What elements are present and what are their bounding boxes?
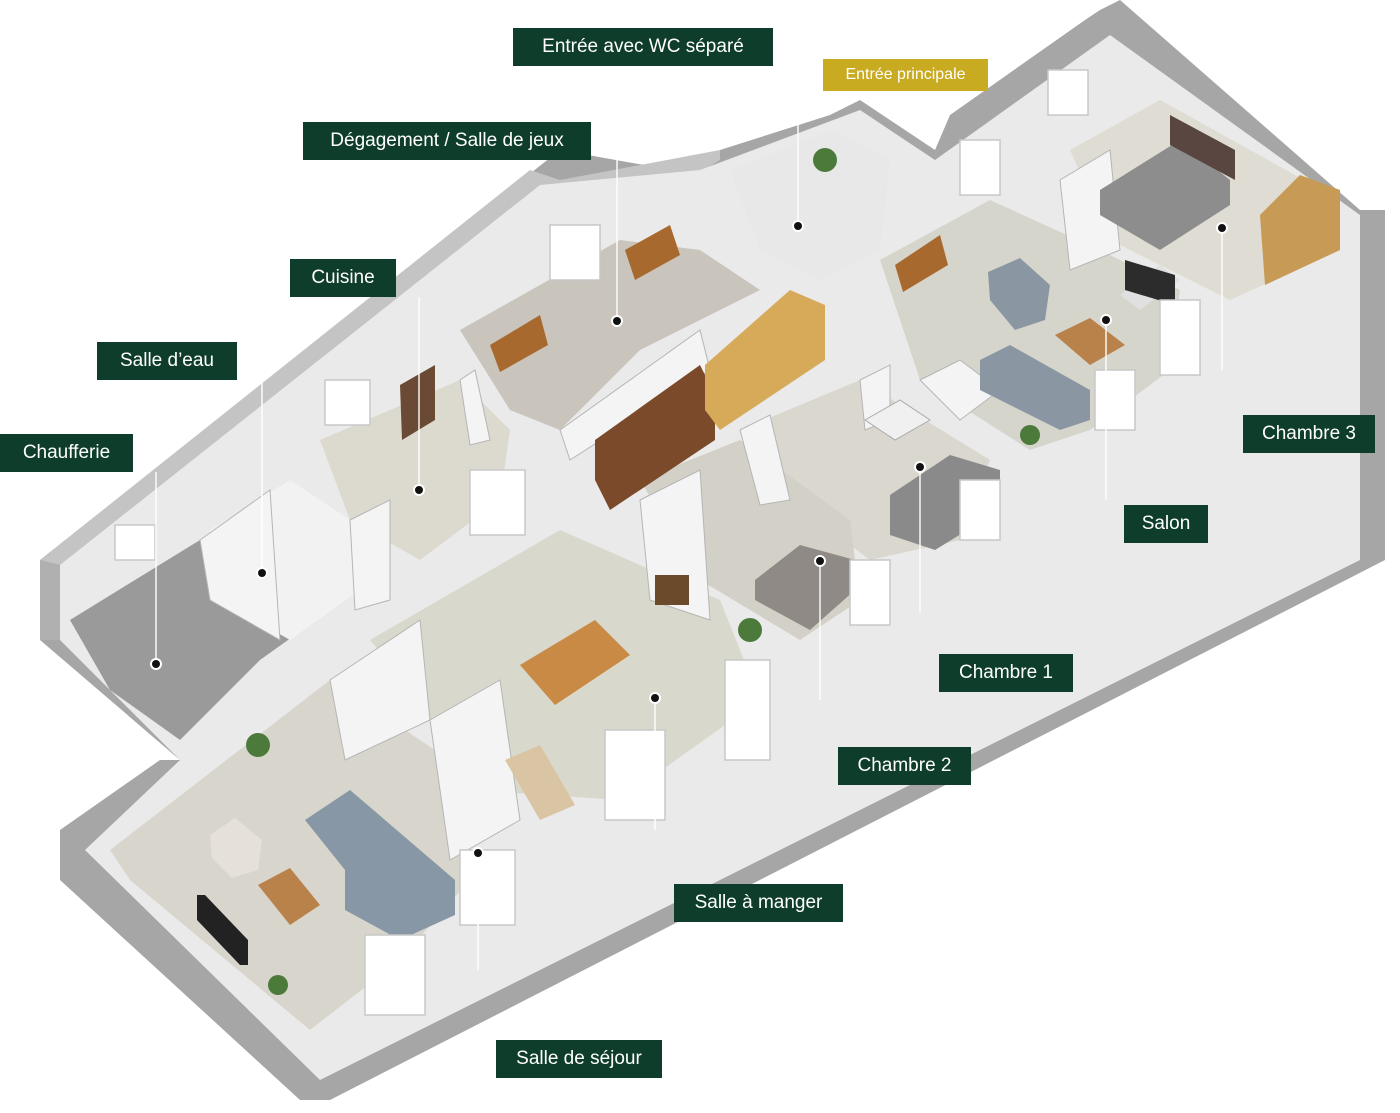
- marker-salle-sejour[interactable]: [472, 847, 484, 859]
- room-markers: [150, 220, 1228, 859]
- label-chambre-2[interactable]: Chambre 2: [838, 747, 971, 785]
- label-entree-wc[interactable]: Entrée avec WC séparé: [513, 28, 773, 66]
- marker-chambre-2[interactable]: [814, 555, 826, 567]
- label-chambre-3[interactable]: Chambre 3: [1243, 415, 1375, 453]
- label-entree-principale[interactable]: Entrée principale: [823, 59, 988, 91]
- marker-degagement[interactable]: [611, 315, 623, 327]
- marker-chaufferie[interactable]: [150, 658, 162, 670]
- label-chambre-1[interactable]: Chambre 1: [939, 654, 1073, 692]
- label-salle-manger[interactable]: Salle à manger: [674, 884, 843, 922]
- label-degagement[interactable]: Dégagement / Salle de jeux: [303, 122, 591, 160]
- furniture: [197, 115, 1340, 995]
- label-chaufferie[interactable]: Chaufferie: [0, 434, 133, 472]
- leader-lines: [155, 90, 1223, 970]
- marker-entree-wc[interactable]: [792, 220, 804, 232]
- marker-chambre-3[interactable]: [1216, 222, 1228, 234]
- marker-cuisine[interactable]: [413, 484, 425, 496]
- marker-chambre-1[interactable]: [914, 461, 926, 473]
- label-salle-sejour[interactable]: Salle de séjour: [496, 1040, 662, 1078]
- label-salle-eau[interactable]: Salle d’eau: [97, 342, 237, 380]
- label-salon[interactable]: Salon: [1124, 505, 1208, 543]
- marker-salle-manger[interactable]: [649, 692, 661, 704]
- inner-walls: [199, 149, 1121, 861]
- marker-salon[interactable]: [1100, 314, 1112, 326]
- marker-salle-eau[interactable]: [256, 567, 268, 579]
- label-cuisine[interactable]: Cuisine: [290, 259, 396, 297]
